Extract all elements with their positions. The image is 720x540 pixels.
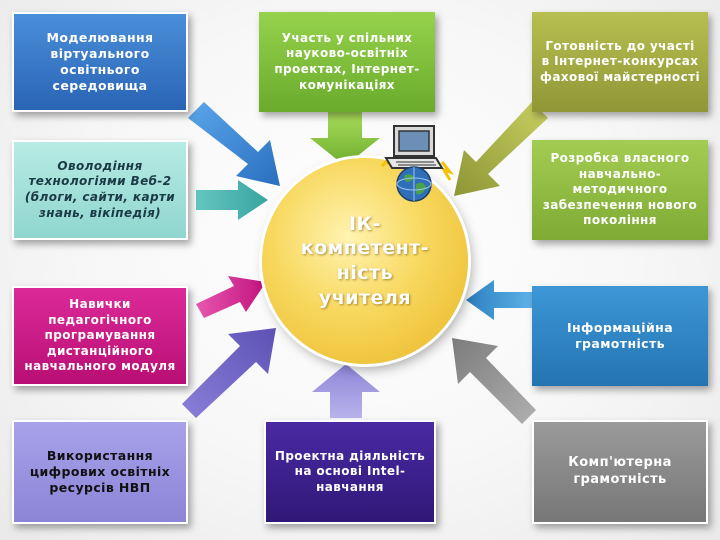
box-programming: Навички педагогічного програмування дист… — [12, 286, 188, 386]
arrow-participation — [310, 112, 380, 166]
arrow-computer-literacy — [452, 338, 536, 424]
arrow-readiness — [454, 102, 548, 196]
box-methodical: Розробка власного навчально-методичного … — [532, 140, 708, 240]
computer-globe-icon — [380, 125, 454, 202]
arrow-programming — [196, 276, 266, 318]
box-web2: Оволодіння технологіями Веб-2 (блоги, са… — [12, 140, 188, 240]
arrow-web2 — [196, 180, 268, 220]
box-participation: Участь у спільних науково-освітніх проек… — [259, 12, 435, 112]
box-digital-resources: Використання цифрових освітніх ресурсів … — [12, 420, 188, 524]
box-project: Проектна діяльність на основі Intel-навч… — [264, 420, 436, 524]
arrow-project — [312, 364, 380, 418]
box-modeling: Моделювання віртуального освітнього сере… — [12, 12, 188, 112]
arrow-digital-resources — [182, 328, 276, 418]
center-circle: ІК- компетент- ність учителя — [262, 158, 468, 364]
arrow-info-literacy — [466, 280, 532, 320]
box-computer-literacy: Комп'ютерна грамотність — [532, 420, 708, 524]
box-info-literacy: Інформаційна грамотність — [532, 286, 708, 386]
box-readiness: Готовність до участі в Інтернет-конкурса… — [532, 12, 708, 112]
arrow-modeling — [188, 102, 280, 186]
center-label: ІК- компетент- ність учителя — [300, 212, 430, 309]
